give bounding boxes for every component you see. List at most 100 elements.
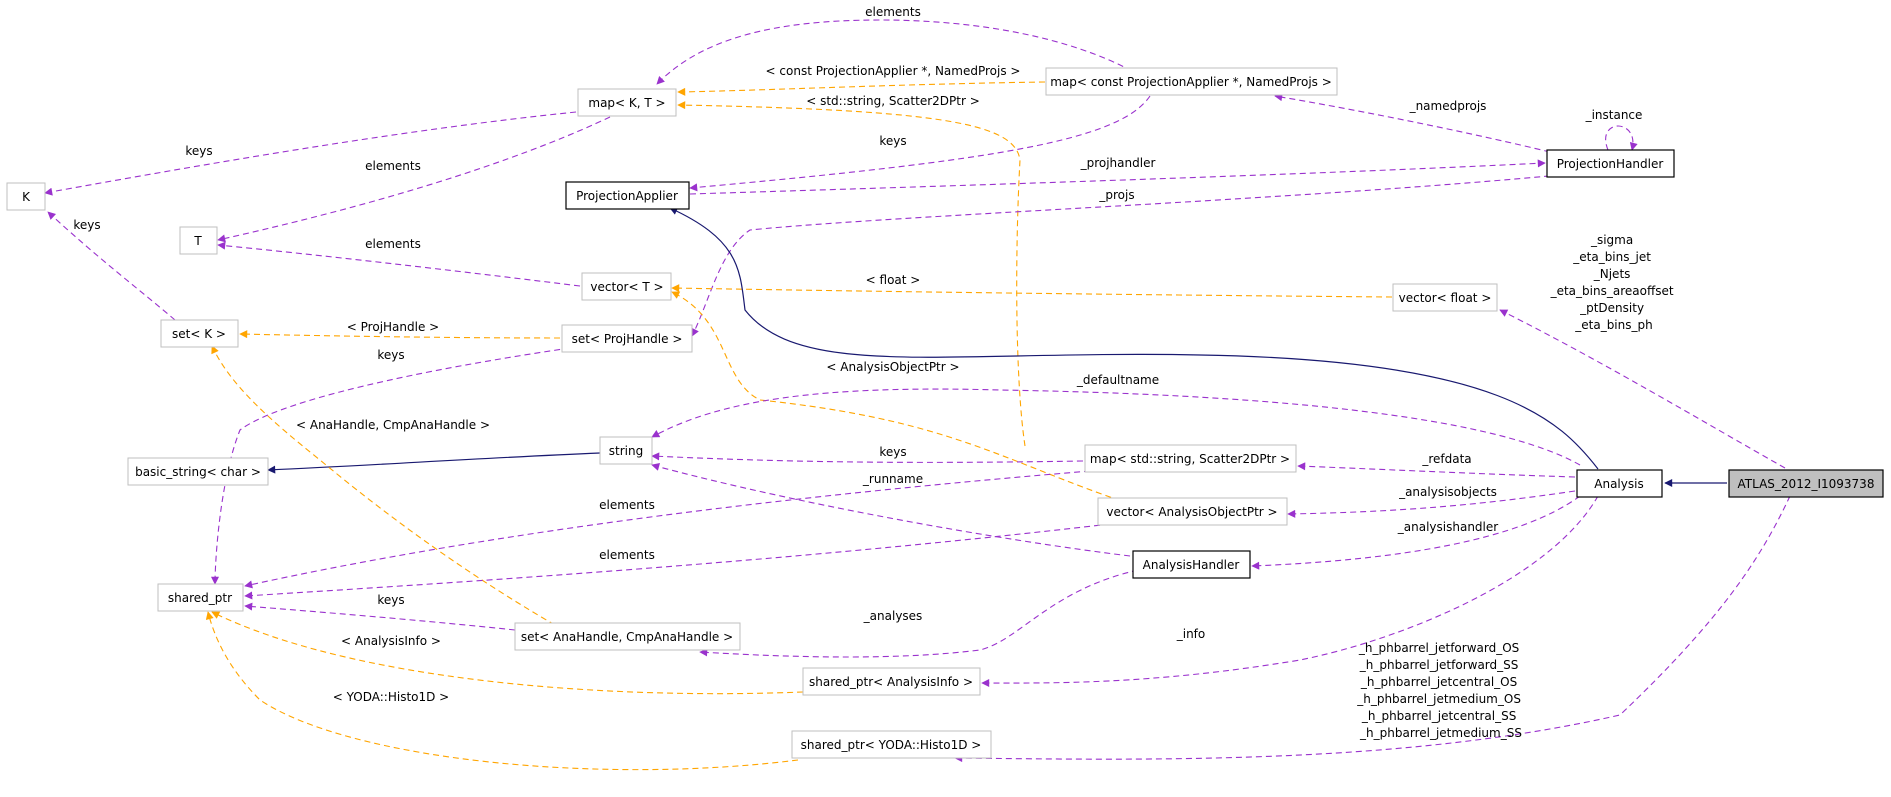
edge-info-template [211,611,804,695]
label-map-cpa-elements: elements [865,5,921,19]
edge-refdata [1297,462,1576,478]
edge-map-cpa-keys [689,95,1151,192]
node-shared-ptr[interactable]: shared_ptr [157,583,244,612]
svg-text:map< std::string, Scatter2DPtr: map< std::string, Scatter2DPtr > [1090,452,1290,466]
label-scatter-keys: keys [879,445,906,459]
node-set-projhandle[interactable]: set< ProjHandle > [561,324,693,353]
edge-anahandle-keys [244,602,516,631]
edge-map-kt-keys [44,111,577,196]
label-map-cpa-keys: keys [879,134,906,148]
svg-text:ProjectionHandler: ProjectionHandler [1557,157,1664,171]
label-vector-float-members: _sigma _eta_bins_jet _Njets _eta_bins_ar… [1550,233,1678,332]
label-refdata: _refdata [1421,452,1471,466]
node-analysishandler[interactable]: AnalysisHandler [1132,550,1251,579]
edges [44,19,1791,771]
member-jetmedium-ss: _h_phbarrel_jetmedium_SS [1359,726,1522,740]
label-histo-members: _h_phbarrel_jetforward_OS _h_phbarrel_je… [1356,641,1525,740]
svg-text:vector< AnalysisObjectPtr >: vector< AnalysisObjectPtr > [1106,505,1277,519]
label-info-template: < AnalysisInfo > [341,634,441,648]
label-namedprojs: _namedprojs [1409,99,1487,113]
node-analysis[interactable]: Analysis [1576,469,1663,498]
node-vector-t[interactable]: vector< T > [581,272,672,301]
node-basic-string[interactable]: basic_string< char > [127,457,269,486]
label-analyses: _analyses [863,609,923,623]
label-instance: _instance [1585,108,1643,122]
label-float-template: < float > [866,273,921,287]
svg-text:string: string [609,444,643,458]
edge-analysis-inherits-projectionapplier [669,207,1599,470]
edge-projs [691,173,1571,337]
svg-text:map< const ProjectionApplier *: map< const ProjectionApplier *, NamedPro… [1050,75,1332,89]
label-set-k-keys: keys [73,218,100,232]
edge-projhandle-keys [211,347,571,585]
svg-text:set< ProjHandle >: set< ProjHandle > [572,332,683,346]
edge-string-inherits-basicstring [267,452,601,474]
edge-anahandle-template [211,345,556,626]
label-histo-template: < YODA::Histo1D > [333,690,450,704]
svg-text:vector< T >: vector< T > [590,280,663,294]
node-projectionapplier[interactable]: ProjectionApplier [565,181,690,210]
node-k[interactable]: K [6,182,46,211]
node-set-anahandle[interactable]: set< AnaHandle, CmpAnaHandle > [514,622,741,651]
svg-text:K: K [22,190,31,204]
edge-vector-t-elements [217,241,581,287]
edge-map-scatter-template [677,101,1026,447]
node-string[interactable]: string [599,436,653,465]
node-projectionhandler[interactable]: ProjectionHandler [1546,149,1675,178]
svg-text:ProjectionApplier: ProjectionApplier [576,189,678,203]
edge-set-k-keys [47,211,176,321]
label-info: _info [1176,627,1206,641]
label-map-kt-keys: keys [185,144,212,158]
edge-namedprojs [1274,93,1551,153]
node-set-k[interactable]: set< K > [160,319,239,348]
label-anahandle-keys: keys [377,593,404,607]
edge-histo-members [954,495,1791,763]
label-anahandle-template: < AnaHandle, CmpAnaHandle > [296,418,490,432]
node-t[interactable]: T [179,226,218,255]
label-projhandle-template: < ProjHandle > [347,320,439,334]
label-analysisobjects: _analysisobjects [1398,485,1497,499]
label-defaultname: _defaultname [1076,373,1159,387]
member-jetforward-os: _h_phbarrel_jetforward_OS [1358,641,1519,655]
edge-defaultname [651,388,1581,466]
member-njets: _Njets [1593,267,1631,281]
node-map-string-scatter2dptr[interactable]: map< std::string, Scatter2DPtr > [1084,444,1297,473]
node-atlas-2012-i1093738[interactable]: ATLAS_2012_I1093738 [1728,469,1884,498]
edge-map-kt-elements [217,116,611,243]
edge-scatter-elements [244,470,1091,589]
member-jetforward-ss: _h_phbarrel_jetforward_SS [1359,658,1519,672]
member-eta-bins-jet: _eta_bins_jet [1572,250,1651,264]
node-map-const-projectionapplier[interactable]: map< const ProjectionApplier *, NamedPro… [1045,67,1338,96]
svg-text:map< K, T >: map< K, T > [588,96,665,110]
label-map-kt-elements: elements [365,159,421,173]
label-aop-template: < AnalysisObjectPtr > [826,360,959,374]
svg-text:set< AnaHandle, CmpAnaHandle >: set< AnaHandle, CmpAnaHandle > [521,630,733,644]
member-jetmedium-os: _h_phbarrel_jetmedium_OS [1356,692,1521,706]
node-map-k-t[interactable]: map< K, T > [577,88,677,117]
svg-text:shared_ptr< AnalysisInfo >: shared_ptr< AnalysisInfo > [809,675,973,689]
node-vector-float[interactable]: vector< float > [1392,283,1498,312]
svg-text:ATLAS_2012_I1093738: ATLAS_2012_I1093738 [1738,477,1875,491]
node-shared-ptr-analysisinfo[interactable]: shared_ptr< AnalysisInfo > [802,667,981,696]
edge-aop-elements [244,523,1111,600]
label-map-cpa-template: < const ProjectionApplier *, NamedProjs … [766,64,1021,78]
label-aop-elements: elements [599,548,655,562]
edge-instance [1605,125,1638,151]
edge-map-cpa-template [677,81,1046,96]
edge-info [981,495,1599,688]
member-sigma: _sigma [1590,233,1633,247]
node-vector-analysisobjectptr[interactable]: vector< AnalysisObjectPtr > [1097,497,1288,526]
node-shared-ptr-histo1d[interactable]: shared_ptr< YODA::Histo1D > [791,730,992,759]
svg-text:set< K >: set< K > [172,327,226,341]
edge-projhandle-template [239,330,561,339]
edge-histo-template [205,611,799,771]
svg-text:T: T [193,234,202,248]
edge-analysishandler [1251,495,1581,570]
member-jetcentral-ss: _h_phbarrel_jetcentral_SS [1361,709,1516,723]
member-eta-bins-areaoffset: _eta_bins_areaoffset [1550,284,1674,298]
edge-vector-float-members [1499,309,1786,469]
svg-text:shared_ptr: shared_ptr [168,591,232,605]
member-eta-bins-ph: _eta_bins_ph [1574,318,1652,332]
label-projhandle-keys: keys [377,348,404,362]
